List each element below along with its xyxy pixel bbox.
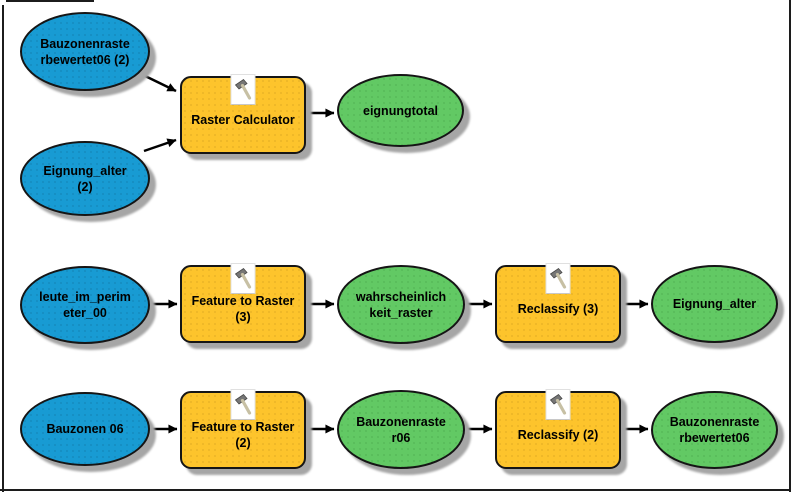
hammer-icon <box>545 263 571 294</box>
tool-node-reclassify-2[interactable]: Reclassify (2) <box>495 389 621 469</box>
tool-node-feature-to-raster-2[interactable]: Feature to Raster (2) <box>180 389 306 469</box>
node-label: Raster Calculator <box>191 112 295 127</box>
node-label: Bauzonen 06 <box>46 422 124 436</box>
input-node-leute-im-perimeter-00[interactable]: leute_im_perim eter_00 <box>20 266 150 344</box>
canvas-border-right <box>789 0 791 492</box>
hammer-icon <box>230 389 256 420</box>
output-node-eignung-alter[interactable]: Eignung_alter <box>651 265 778 343</box>
node-label: Reclassify (2) <box>517 427 599 442</box>
tool-node-feature-to-raster-3[interactable]: Feature to Raster (3) <box>180 263 306 343</box>
connector-arrow <box>143 138 177 153</box>
input-node-bauzonen-06[interactable]: Bauzonen 06 <box>20 392 150 466</box>
canvas-border-left <box>2 5 4 492</box>
output-node-wahrscheinlichkeit-raster[interactable]: wahrscheinlich keit_raster <box>337 265 465 344</box>
output-node-bauzonenrasterbewertet06[interactable]: Bauzonenraste rbewertet06 <box>651 391 778 469</box>
output-node-bauzonenraster06[interactable]: Bauzonenraste r06 <box>337 390 465 469</box>
input-node-bauzonenrasterbewertet06-2[interactable]: Bauzonenraste rbewertet06 (2) <box>20 12 150 91</box>
node-label: eignungtotal <box>363 103 438 118</box>
output-node-eignungtotal[interactable]: eignungtotal <box>337 74 464 147</box>
node-label: Bauzonenraste rbewertet06 (2) <box>40 36 130 67</box>
tool-node-reclassify-3[interactable]: Reclassify (3) <box>495 263 621 343</box>
node-label: Eignung_alter (2) <box>43 163 127 194</box>
node-label: leute_im_perim eter_00 <box>39 290 131 320</box>
node-label: Bauzonenraste rbewertet06 <box>669 415 760 445</box>
canvas-border-top <box>6 0 94 2</box>
tool-node-raster-calculator[interactable]: Raster Calculator <box>180 74 306 154</box>
input-node-eignung-alter-2[interactable]: Eignung_alter (2) <box>20 141 150 216</box>
node-label: Eignung_alter <box>672 297 757 311</box>
connector-arrow <box>140 72 177 93</box>
node-label: Feature to Raster (2) <box>191 419 295 450</box>
canvas-border-bottom <box>0 489 791 491</box>
node-label: Bauzonenraste r06 <box>356 414 446 445</box>
node-label: Feature to Raster (3) <box>191 293 295 324</box>
hammer-icon <box>230 263 256 294</box>
node-label: wahrscheinlich keit_raster <box>355 289 447 320</box>
hammer-icon <box>230 74 256 105</box>
node-label: Reclassify (3) <box>517 301 599 316</box>
hammer-icon <box>545 389 571 420</box>
